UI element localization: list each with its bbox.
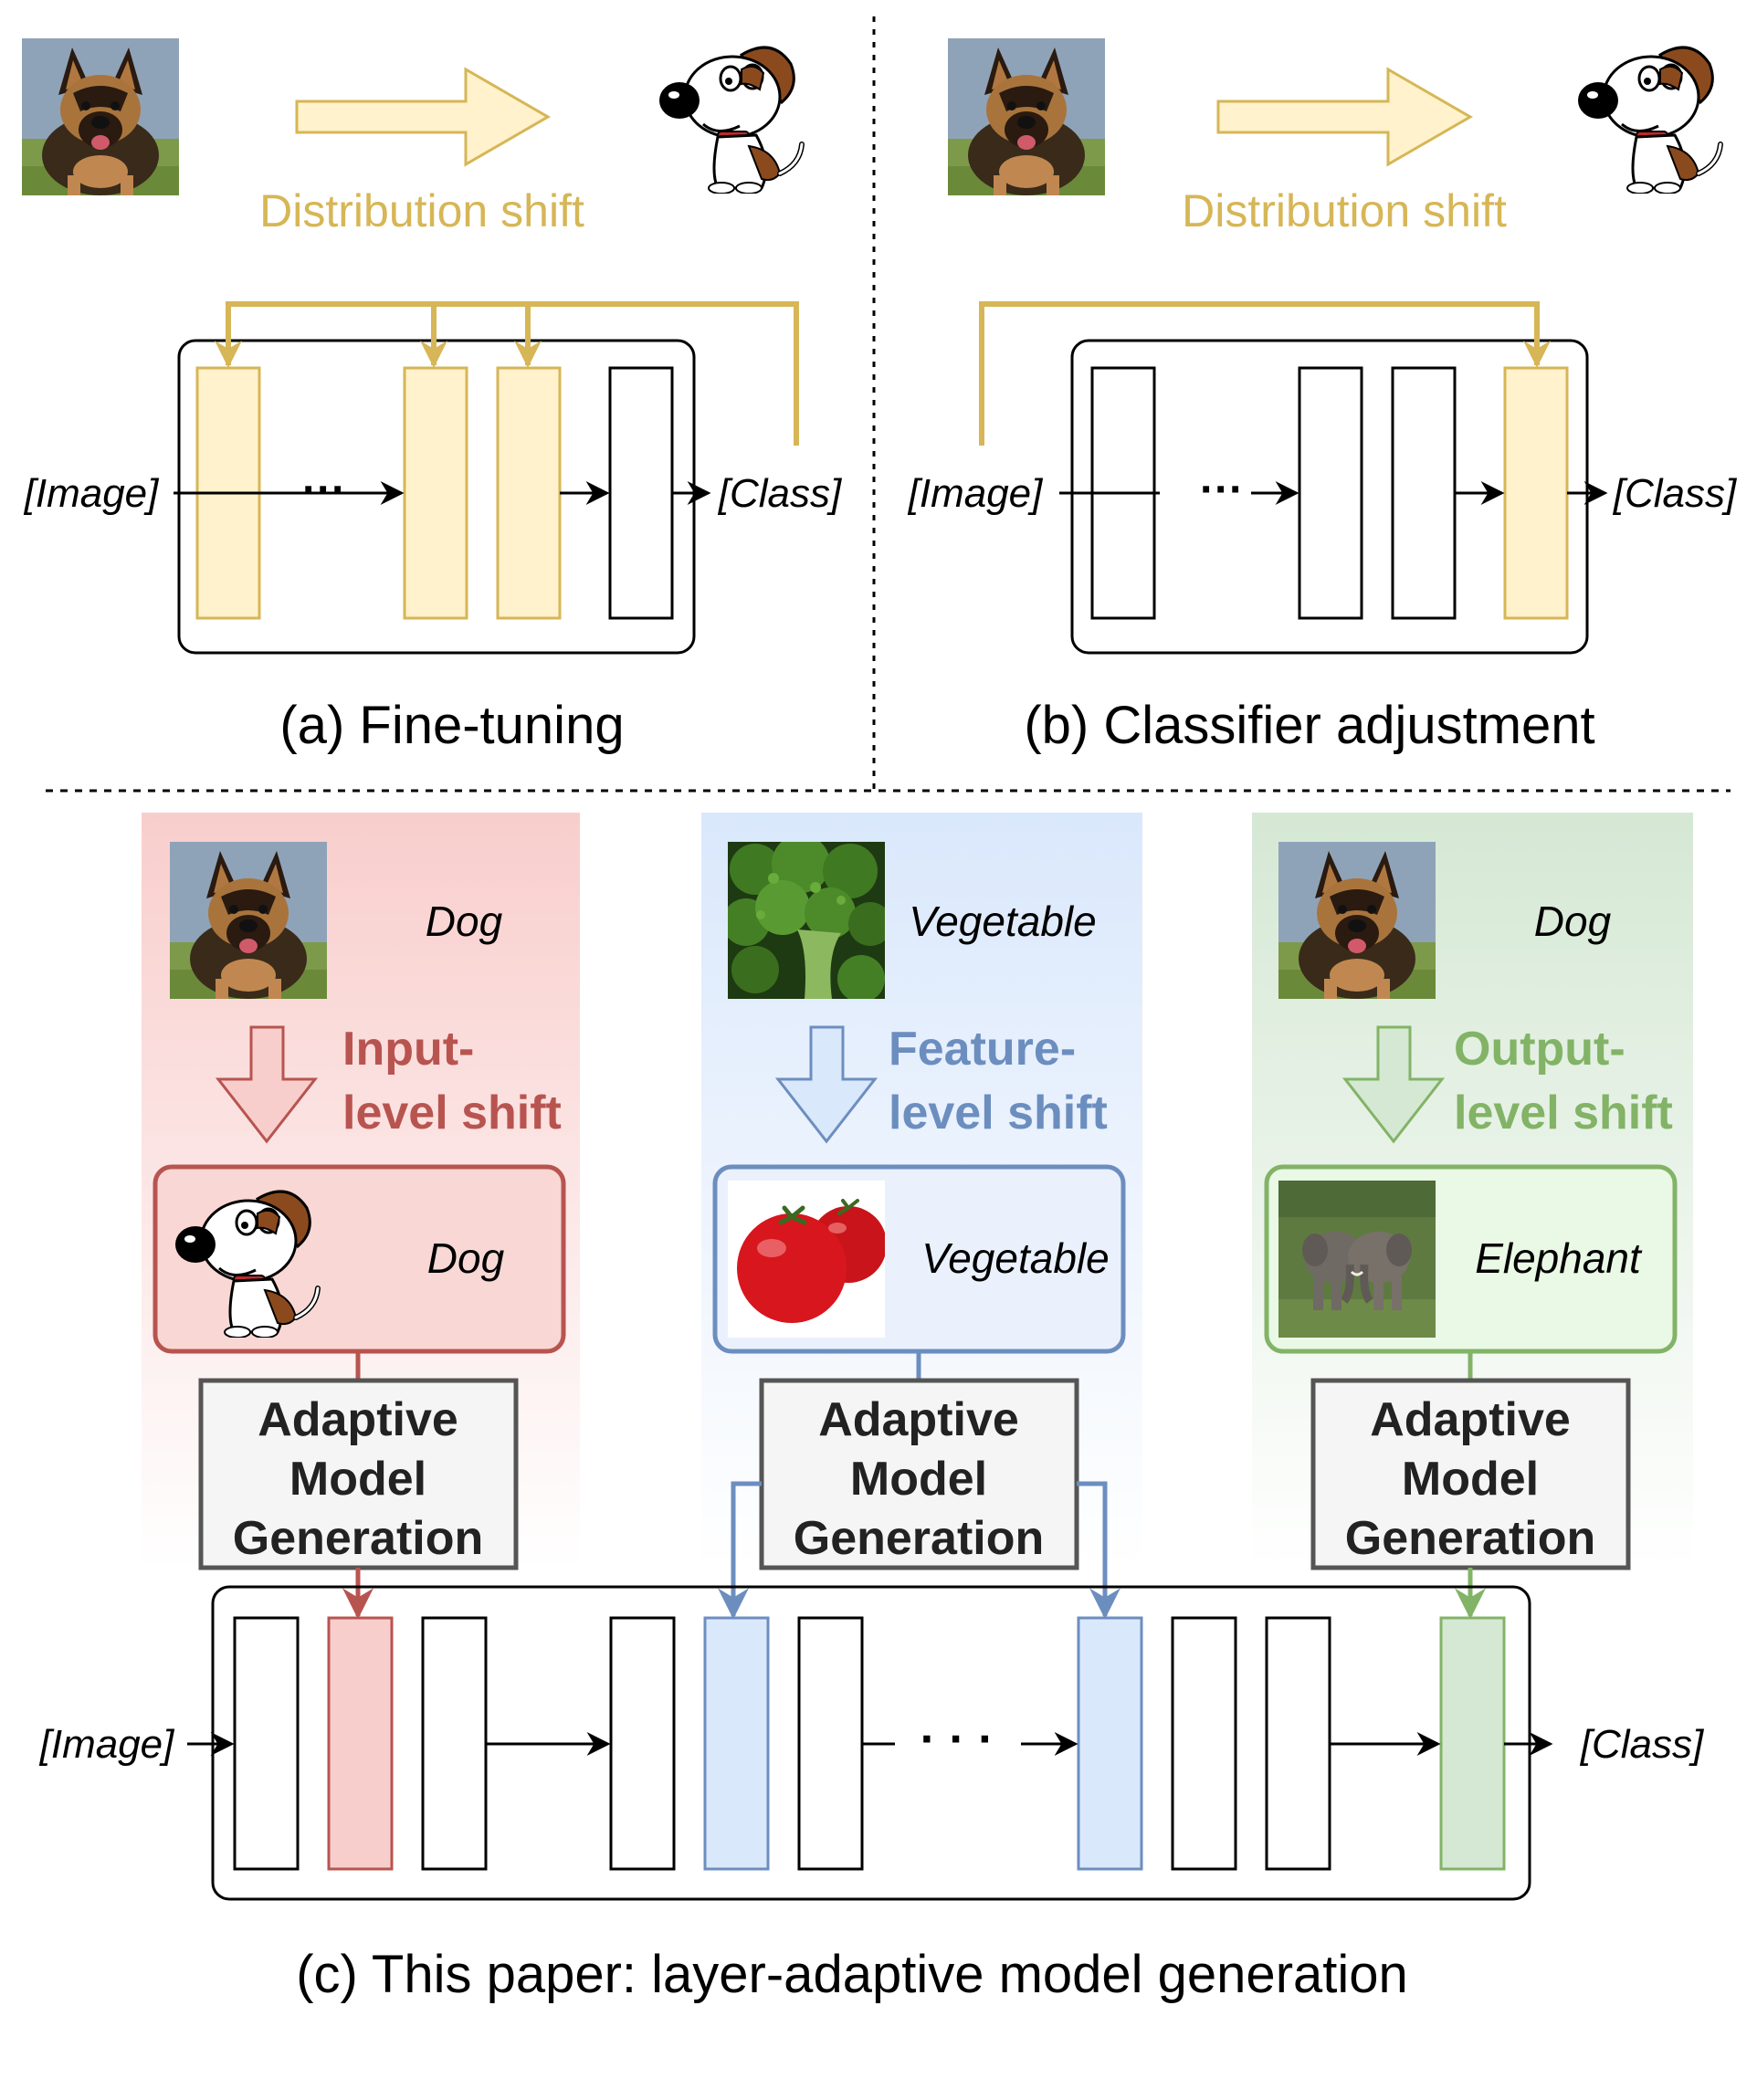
shift-label-line-2: level shift — [889, 1087, 1108, 1139]
target-image-tomato — [728, 1181, 887, 1338]
adaptive-model-generation-box — [759, 1378, 1079, 1570]
generator-label-line-1: Adaptive — [258, 1393, 458, 1446]
shift-label-line-1: Feature- — [889, 1023, 1076, 1076]
source-image-shepherd — [170, 842, 327, 999]
output-label: [Class] — [1613, 471, 1738, 516]
shift-label-line-2: level shift — [342, 1087, 562, 1139]
feature-level-column: Vegetable Feature- level shift Vegetable… — [712, 842, 1126, 1620]
layer-1 — [233, 1616, 300, 1871]
flow-dots: ··· — [302, 466, 346, 514]
target-image-cartoon-dog — [1578, 47, 1720, 194]
layer-3 — [421, 1616, 488, 1871]
generator-label-line-3: Generation — [794, 1512, 1045, 1565]
shift-label-line-2: level shift — [1454, 1087, 1673, 1139]
layer-2-input-adapted — [327, 1616, 394, 1871]
caption: (a) Fine-tuning — [279, 696, 624, 755]
source-image-broccoli — [728, 842, 885, 999]
shift-down-arrow — [774, 1025, 878, 1144]
input-label: [Image] — [908, 471, 1045, 516]
source-class-label: Dog — [1534, 898, 1612, 945]
target-image-cartoon-dog — [659, 47, 802, 194]
generator-label-line-3: Generation — [1345, 1512, 1596, 1565]
target-class-label: Vegetable — [921, 1234, 1109, 1282]
layer-2-updated — [403, 366, 468, 620]
target-image-elephants — [1278, 1181, 1436, 1338]
layer-6 — [797, 1616, 864, 1871]
layer-10-output-adapted — [1439, 1616, 1506, 1871]
generator-label-line-2: Model — [289, 1453, 426, 1506]
input-level-column: Dog Input- level shift Dog Adaptive Mode… — [153, 842, 566, 1620]
layer-2-frozen — [1298, 366, 1363, 620]
output-level-column: Dog Output- level shift Elephant Adaptiv… — [1264, 842, 1678, 1620]
update-feedback-line — [228, 301, 799, 446]
panel-a-fine-tuning: Distribution shift ··· [Image] [Class] (… — [22, 38, 843, 755]
source-class-label: Vegetable — [909, 898, 1096, 945]
shift-label-line-1: Input- — [342, 1023, 474, 1076]
source-image-shepherd — [22, 38, 179, 195]
target-class-label: Dog — [427, 1234, 505, 1282]
generator-label-line-1: Adaptive — [818, 1393, 1019, 1446]
shift-label-line-1: Output- — [1454, 1023, 1625, 1076]
generator-label-line-1: Adaptive — [1370, 1393, 1571, 1446]
generator-label-line-2: Model — [850, 1453, 987, 1506]
shift-down-arrow — [1341, 1025, 1446, 1144]
source-image-shepherd — [948, 38, 1105, 195]
source-class-label: Dog — [426, 898, 503, 945]
caption: (c) This paper: layer-adaptive model gen… — [296, 1945, 1408, 2004]
output-label: [Class] — [1580, 1722, 1705, 1767]
generator-label-line-3: Generation — [233, 1512, 484, 1565]
shift-down-arrow — [215, 1025, 319, 1144]
layer-5-feature-adapted — [703, 1616, 770, 1871]
flow-dots: · · · — [921, 1713, 994, 1766]
layer-7-feature-adapted — [1077, 1616, 1143, 1871]
classifier-layer-updated — [1503, 366, 1569, 620]
layer-9 — [1265, 1616, 1331, 1871]
target-class-label: Elephant — [1475, 1234, 1643, 1282]
adaptive-model-generation-box — [1310, 1378, 1631, 1570]
adaptive-model-generation-box — [198, 1378, 519, 1570]
input-label: [Image] — [24, 471, 161, 516]
generator-arrow-to-layer-right — [1077, 1481, 1120, 1620]
panel-c-layer-adaptive: Dog Input- level shift Dog Adaptive Mode… — [39, 813, 1705, 2004]
layer-3-frozen — [1391, 366, 1457, 620]
distribution-shift-arrow — [1216, 67, 1473, 167]
distribution-shift-label: Distribution shift — [259, 185, 584, 236]
generator-label-line-2: Model — [1402, 1453, 1539, 1506]
input-label: [Image] — [39, 1722, 176, 1767]
generator-arrow-to-layer-left — [718, 1481, 762, 1620]
layer-3-updated — [496, 366, 562, 620]
caption: (b) Classifier adjustment — [1024, 696, 1594, 755]
flow-dots: ··· — [1200, 466, 1244, 514]
source-image-shepherd — [1278, 842, 1436, 999]
update-feedback-line — [979, 301, 1537, 446]
layer-4-frozen — [608, 366, 674, 620]
output-label: [Class] — [718, 471, 843, 516]
distribution-shift-arrow — [295, 67, 551, 167]
panel-b-classifier-adjustment: Distribution shift ··· [Image] [Class] (… — [908, 38, 1738, 755]
layer-4 — [609, 1616, 676, 1871]
distribution-shift-label: Distribution shift — [1182, 185, 1507, 236]
layer-8 — [1171, 1616, 1237, 1871]
